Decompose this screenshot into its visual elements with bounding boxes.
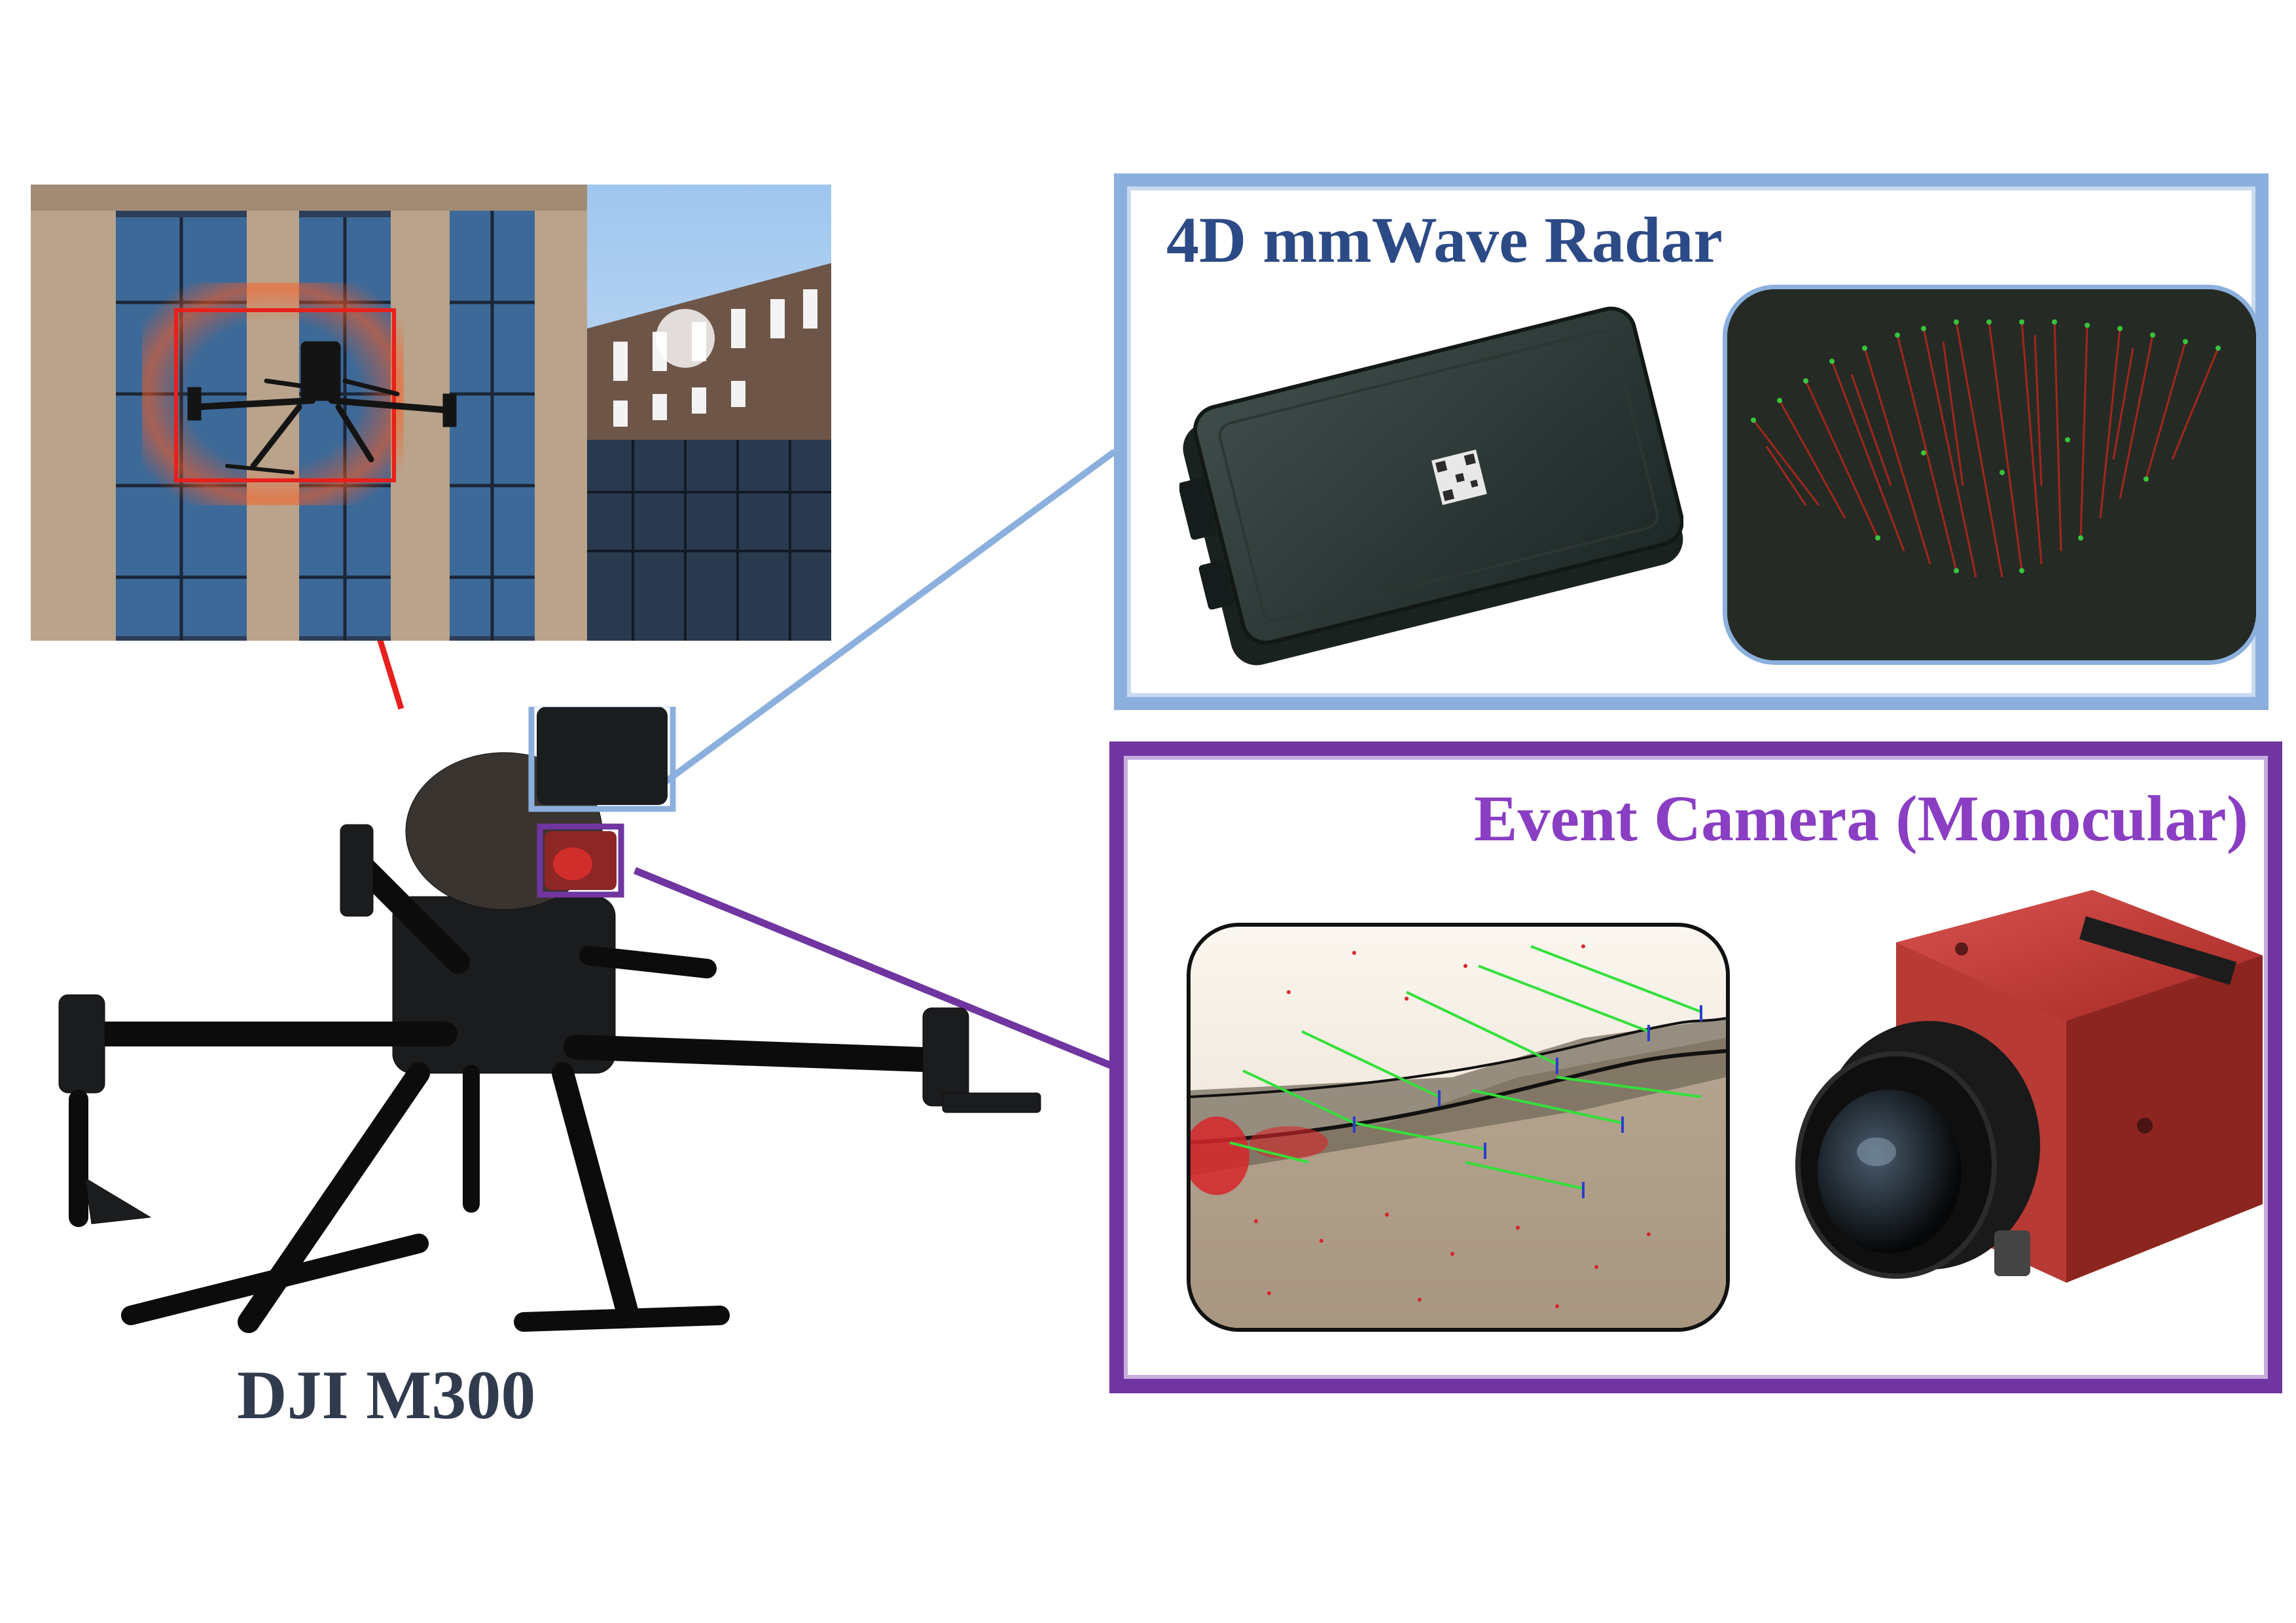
dji-m300-drone-photo xyxy=(52,707,1073,1414)
event-camera-connector xyxy=(633,866,1116,1071)
radar-device-photo xyxy=(1179,291,1683,684)
drone-flight-photo xyxy=(31,185,831,641)
event-camera-panel: Event Camera (Monocular) xyxy=(1109,741,2282,1393)
event-camera-title: Event Camera (Monocular) xyxy=(1473,782,2248,855)
drone-label: DJI M300 xyxy=(237,1357,536,1433)
radar-title: 4D mmWave Radar xyxy=(1166,204,1723,276)
radar-panel: 4D mmWave Radar xyxy=(1114,173,2269,710)
radar-connector xyxy=(660,448,1117,787)
radar-point-cloud-image xyxy=(1723,285,2261,665)
event-camera-device-photo xyxy=(1778,864,2263,1322)
event-camera-feature-tracking-image xyxy=(1187,923,1730,1332)
